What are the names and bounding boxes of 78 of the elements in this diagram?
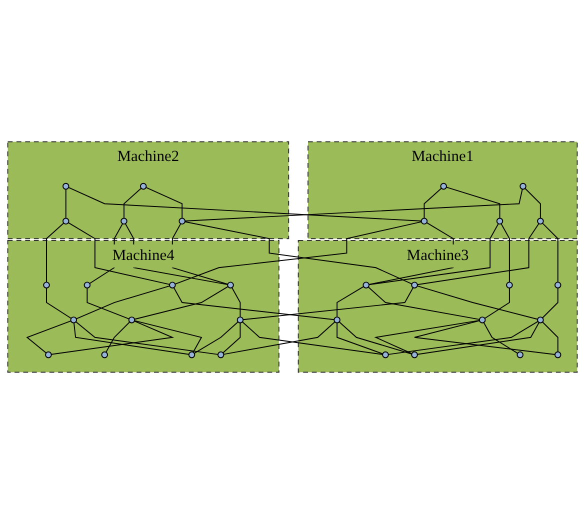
connector	[75, 320, 218, 354]
connector	[500, 222, 510, 282]
connector	[542, 321, 558, 352]
node-circle	[101, 350, 108, 358]
connector	[483, 322, 518, 354]
node-circle	[62, 182, 70, 190]
connector	[336, 286, 364, 318]
node-circle	[169, 281, 176, 288]
node-circle	[554, 281, 562, 288]
node-circle	[188, 350, 196, 358]
connector	[134, 320, 202, 352]
connector	[173, 286, 335, 320]
connector	[338, 320, 412, 354]
node-circle	[62, 217, 70, 224]
connector	[416, 322, 540, 354]
connector	[368, 286, 480, 320]
node-circle	[520, 182, 526, 190]
node-circle	[537, 217, 544, 224]
connector	[416, 222, 540, 285]
cluster: Machine4	[7, 240, 280, 372]
node-circle	[128, 316, 136, 323]
node-circle	[537, 316, 544, 323]
connector	[65, 188, 66, 218]
connector	[86, 287, 130, 319]
connector	[46, 287, 72, 318]
connector	[414, 320, 556, 354]
connector	[416, 284, 538, 320]
connector	[134, 286, 229, 320]
connector	[242, 320, 384, 354]
node-circle	[334, 316, 340, 323]
node-circle	[45, 350, 52, 358]
node-circle	[70, 316, 77, 323]
connector	[46, 222, 64, 282]
node-circle	[227, 281, 234, 288]
connector	[446, 186, 500, 218]
node-circle	[140, 182, 147, 190]
connector	[68, 186, 422, 221]
connector	[26, 320, 72, 353]
node-circle	[440, 182, 447, 190]
node-circle	[420, 217, 428, 224]
cluster: Machine1	[308, 140, 578, 239]
connector	[194, 320, 239, 354]
node-circle	[178, 217, 186, 224]
connector	[184, 188, 523, 221]
connector	[76, 284, 170, 319]
cluster: Machine3	[298, 240, 578, 372]
node-circle	[554, 350, 562, 358]
connector	[231, 286, 241, 318]
connector	[106, 321, 130, 352]
node-circle	[411, 350, 418, 358]
connector	[524, 187, 541, 218]
node-circle	[506, 281, 513, 288]
connector	[73, 322, 190, 354]
node-circle	[43, 281, 50, 288]
connector	[374, 319, 480, 354]
connector	[242, 286, 414, 320]
node-circle	[411, 281, 418, 288]
connector	[484, 287, 510, 318]
connector	[222, 322, 241, 353]
node-circle	[362, 281, 370, 288]
connector	[388, 320, 538, 354]
connector	[424, 187, 442, 218]
node-circle	[382, 350, 389, 358]
node-circle	[120, 217, 128, 224]
node-circle	[496, 217, 504, 224]
node-circle	[217, 350, 224, 358]
connector	[542, 222, 558, 282]
node-circle	[516, 350, 524, 358]
cluster: Machine2	[7, 140, 290, 239]
node-circle	[236, 316, 244, 323]
node-circle	[84, 281, 91, 288]
connector	[124, 187, 142, 218]
node-circle	[478, 316, 486, 323]
connector	[336, 322, 384, 354]
connector	[146, 186, 183, 218]
connector	[223, 320, 336, 354]
connector	[542, 287, 558, 318]
connector	[50, 320, 174, 354]
